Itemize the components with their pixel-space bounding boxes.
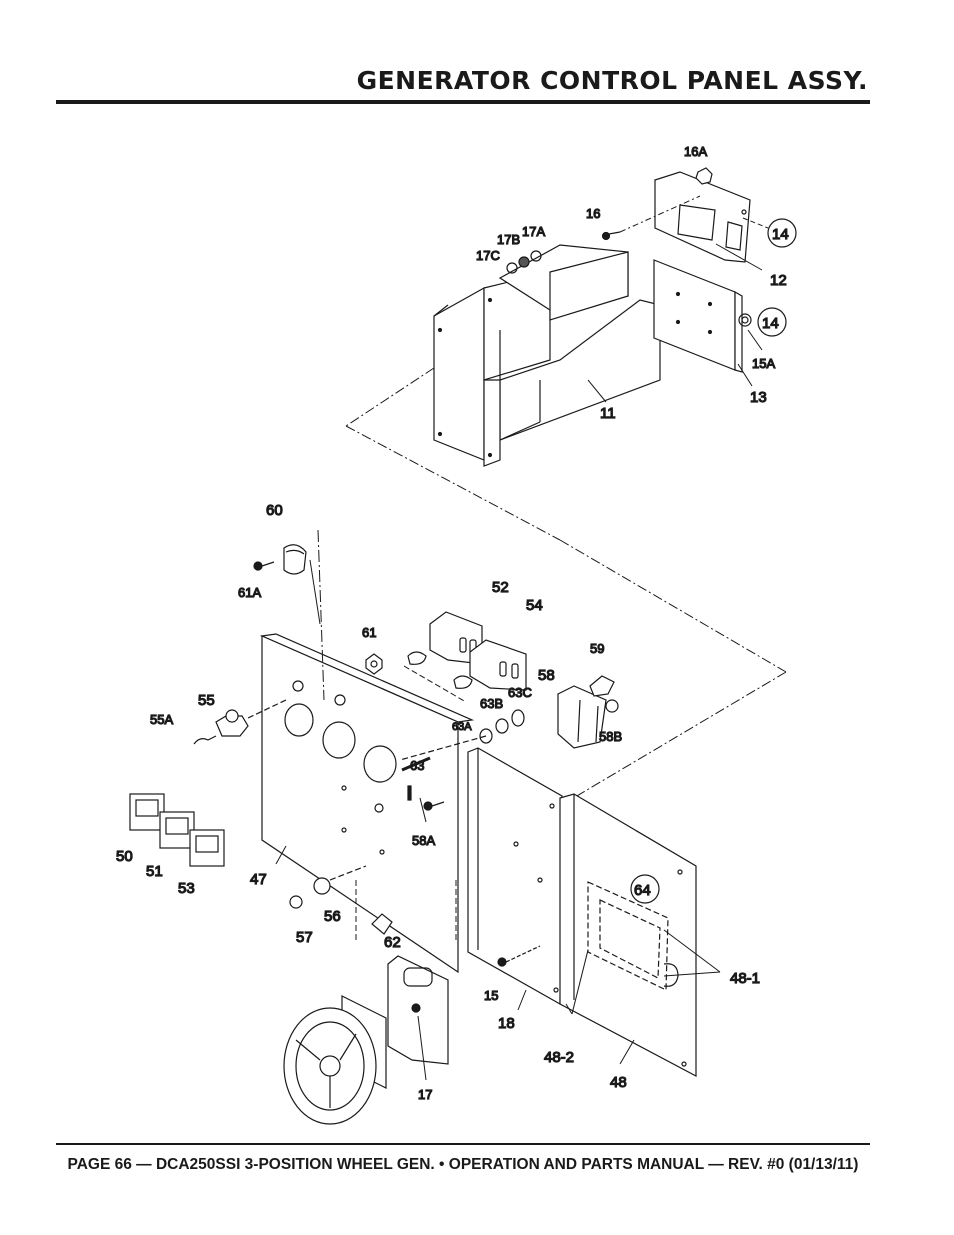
callout-48-2: 48-2 bbox=[544, 1049, 574, 1066]
switch-52 bbox=[407, 611, 483, 665]
callout-18: 18 bbox=[498, 1015, 515, 1032]
callout-48-1: 48-1 bbox=[730, 970, 760, 987]
callout-48: 48 bbox=[610, 1074, 627, 1091]
callout-54: 54 bbox=[526, 597, 543, 614]
callout-14b: 14 bbox=[762, 315, 779, 332]
knob-60 bbox=[283, 544, 307, 575]
callout-17A: 17A bbox=[522, 224, 545, 239]
callout-58A: 58A bbox=[412, 833, 435, 848]
callout-13: 13 bbox=[750, 389, 767, 406]
lamp-55 bbox=[193, 699, 287, 745]
callout-15A: 15A bbox=[752, 356, 775, 371]
panel-48 bbox=[559, 793, 697, 1077]
callout-12: 12 bbox=[770, 272, 787, 289]
screw-61A bbox=[253, 561, 275, 571]
callout-58B: 58B bbox=[599, 729, 622, 744]
callout-11: 11 bbox=[600, 405, 616, 422]
callout-63: 63 bbox=[410, 758, 424, 773]
screw-58A bbox=[423, 801, 445, 811]
switch-54 bbox=[453, 639, 527, 691]
parts-56-57-62 bbox=[289, 865, 393, 935]
callout-52: 52 bbox=[492, 579, 509, 596]
callout-55: 55 bbox=[198, 692, 215, 709]
bracket-13 bbox=[653, 259, 743, 373]
callout-47: 47 bbox=[250, 871, 267, 888]
callout-57: 57 bbox=[296, 929, 313, 946]
nut-61 bbox=[365, 653, 383, 675]
callout-59: 59 bbox=[590, 641, 604, 656]
nut-58B bbox=[605, 699, 619, 713]
callout-17: 17 bbox=[418, 1087, 432, 1102]
callout-63C: 63C bbox=[508, 685, 532, 700]
callout-61A: 61A bbox=[238, 585, 261, 600]
bracket-12 bbox=[654, 171, 751, 263]
callout-circle-14a bbox=[767, 218, 797, 248]
callout-63B: 63B bbox=[480, 696, 503, 711]
callout-64: 64 bbox=[634, 882, 651, 899]
leader-lines-upper bbox=[345, 195, 787, 801]
terminal-58 bbox=[557, 685, 607, 749]
callout-61: 61 bbox=[362, 625, 376, 640]
callout-14a: 14 bbox=[772, 226, 789, 243]
washers-63 bbox=[399, 709, 525, 772]
callout-56: 56 bbox=[324, 908, 341, 925]
handle-17-housing bbox=[387, 955, 449, 1065]
page-title: GENERATOR CONTROL PANEL ASSY. bbox=[356, 66, 868, 95]
title-rule bbox=[56, 100, 870, 104]
fasteners-upper bbox=[506, 167, 752, 327]
callout-16A: 16A bbox=[684, 144, 707, 159]
callout-17B: 17B bbox=[497, 232, 520, 247]
callout-51: 51 bbox=[146, 863, 163, 880]
connector-59 bbox=[589, 675, 615, 697]
page-footer: PAGE 66 — DCA250SSI 3-POSITION WHEEL GEN… bbox=[67, 1156, 859, 1173]
callout-circle-14b bbox=[757, 307, 787, 337]
meters-50-51-53 bbox=[129, 793, 225, 867]
footer-rule bbox=[56, 1143, 870, 1145]
screw-15 bbox=[497, 945, 541, 967]
callout-60: 60 bbox=[266, 502, 283, 519]
front-panel-47 bbox=[259, 633, 475, 974]
control-box-11 bbox=[433, 244, 661, 467]
leader-lines-lower bbox=[275, 529, 721, 1081]
plate-wheel bbox=[283, 995, 387, 1125]
callout-62: 62 bbox=[384, 934, 401, 951]
callout-15: 15 bbox=[484, 988, 498, 1003]
panel-18 bbox=[467, 747, 563, 1006]
callout-circle-64 bbox=[630, 874, 660, 904]
callout-55A: 55A bbox=[150, 712, 173, 727]
callout-50: 50 bbox=[116, 848, 133, 865]
callout-53: 53 bbox=[178, 880, 195, 897]
callout-17C: 17C bbox=[476, 248, 500, 263]
callout-58: 58 bbox=[538, 667, 555, 684]
callout-16: 16 bbox=[586, 206, 600, 221]
callout-63A: 63A bbox=[452, 721, 472, 733]
